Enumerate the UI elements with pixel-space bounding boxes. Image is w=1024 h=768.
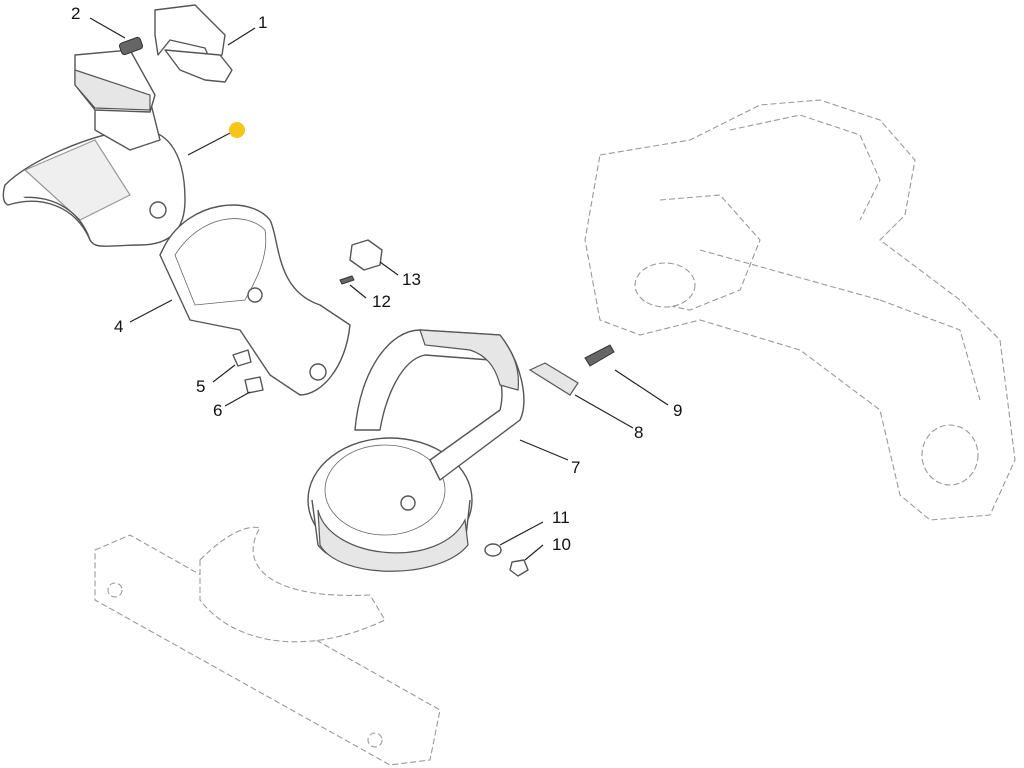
cap-nut-and-washer — [339, 239, 383, 285]
chute-support-bracket — [94, 526, 441, 766]
callout-9: 9 — [673, 401, 682, 420]
auger-housing — [584, 99, 1016, 521]
callout-12: 12 — [372, 292, 391, 311]
washer-and-nut — [484, 543, 529, 577]
callout-leaders — [89, 17, 669, 561]
callout-5: 5 — [196, 377, 205, 396]
callout-2: 2 — [71, 4, 80, 23]
callout-4: 4 — [114, 317, 123, 336]
callout-13: 13 — [402, 270, 421, 289]
callout-6: 6 — [213, 401, 222, 420]
callout-7: 7 — [571, 458, 580, 477]
callout-10: 10 — [552, 535, 571, 554]
chute-rotator-base — [307, 329, 525, 572]
callout-11: 11 — [552, 508, 570, 527]
highlight-marker[interactable] — [229, 122, 245, 138]
chute-handle — [154, 4, 233, 83]
upper-chute — [2, 49, 186, 247]
chute-deflector-ring — [159, 204, 351, 396]
detent-and-spring — [528, 344, 615, 396]
spring-small — [118, 36, 144, 56]
bolts — [232, 349, 264, 394]
callout-1: 1 — [258, 13, 267, 32]
callout-8: 8 — [634, 423, 643, 442]
